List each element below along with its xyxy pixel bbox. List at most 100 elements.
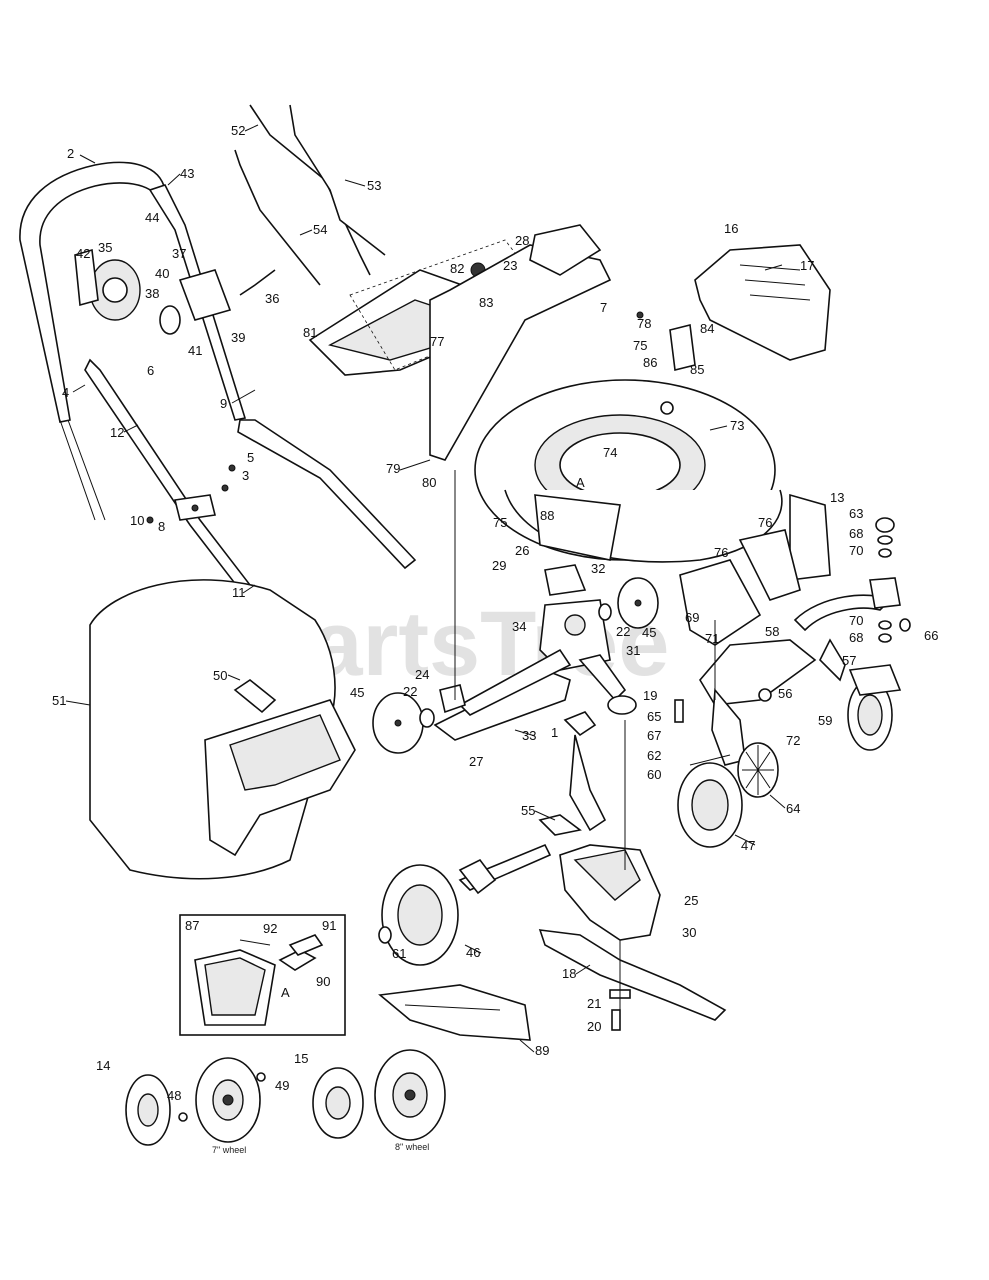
callout-86: 86 (643, 355, 657, 370)
callout-13: 13 (830, 490, 844, 505)
callout-56: 56 (778, 686, 792, 701)
callout-78: 78 (637, 316, 651, 331)
callout-63: 63 (849, 506, 863, 521)
callout-81: 81 (303, 325, 317, 340)
callout-75b: 75 (493, 515, 507, 530)
callout-88: 88 (540, 508, 554, 523)
callout-51: 51 (52, 693, 66, 708)
callout-25: 25 (684, 893, 698, 908)
callout-15: 15 (294, 1051, 308, 1066)
callout-23: 23 (503, 258, 517, 273)
callout-60: 60 (647, 767, 661, 782)
callout-89: 89 (535, 1043, 549, 1058)
callout-10: 10 (130, 513, 144, 528)
callout-66: 66 (924, 628, 938, 643)
callout-26: 26 (515, 543, 529, 558)
callout-72: 72 (786, 733, 800, 748)
drive-wheel-45-left (372, 684, 466, 754)
callout-61: 61 (392, 946, 406, 961)
callout-57: 57 (842, 653, 856, 668)
callout-47: 47 (741, 838, 755, 853)
rear-baffle (429, 224, 612, 461)
callout-68b: 68 (849, 630, 863, 645)
callout-79: 79 (386, 461, 400, 476)
callout-87: 87 (185, 918, 199, 933)
upper-handle (19, 161, 247, 521)
callout-2: 2 (67, 146, 74, 161)
engine-parts (636, 311, 696, 415)
callout-71: 71 (705, 631, 719, 646)
side-discharge-chute (378, 984, 531, 1041)
hardware-stack (869, 517, 911, 643)
callout-49: 49 (275, 1078, 289, 1093)
callout-45: 45 (642, 625, 656, 640)
callout-62: 62 (647, 748, 661, 763)
callout-65: 65 (647, 709, 661, 724)
callout-91: 91 (322, 918, 336, 933)
rear-axle (458, 843, 552, 895)
callout-28: 28 (515, 233, 529, 248)
callout-39: 39 (231, 330, 245, 345)
callout-80: 80 (422, 475, 436, 490)
drive-pulley-bracket (433, 648, 572, 741)
callout-73: 73 (730, 418, 744, 433)
callout-46: 46 (466, 945, 480, 960)
callout-52: 52 (231, 123, 245, 138)
callout-53: 53 (367, 178, 381, 193)
callout-38: 38 (145, 286, 159, 301)
callout-20: 20 (587, 1019, 601, 1034)
callout-18: 18 (562, 966, 576, 981)
callout-11: 11 (232, 585, 246, 600)
callout-12: 12 (110, 425, 124, 440)
leader-lines (65, 124, 786, 1053)
callout-22: 22 (616, 624, 630, 639)
callout-43: 43 (180, 166, 194, 181)
cable-guide (74, 248, 232, 335)
callout-27: 27 (469, 754, 483, 769)
callout-74: 74 (603, 445, 617, 460)
front-panel (679, 529, 801, 646)
height-adjust (674, 639, 817, 766)
callout-77: 77 (430, 334, 444, 349)
guide-lines (454, 470, 716, 1015)
callout-70: 70 (849, 543, 863, 558)
callout-67: 67 (647, 728, 661, 743)
callout-21: 21 (587, 996, 601, 1011)
callout-92: 92 (263, 921, 277, 936)
callout-36: 36 (265, 291, 279, 306)
callout-6: 6 (147, 363, 154, 378)
callout-90: 90 (316, 974, 330, 989)
callout-32: 32 (591, 561, 605, 576)
callout-70b: 70 (849, 613, 863, 628)
callout-37: 37 (172, 246, 186, 261)
callout-76b: 76 (714, 545, 728, 560)
engine-shroud (694, 244, 831, 361)
callout-17: 17 (800, 258, 814, 273)
mower-deck (474, 379, 831, 581)
callout-14: 14 (96, 1058, 110, 1073)
caption-7-inch-wheel: 7" wheel (212, 1145, 246, 1155)
callout-33: 33 (522, 728, 536, 743)
blade-adapter (559, 844, 661, 941)
callout-A: A (576, 475, 585, 490)
callout-9: 9 (220, 396, 227, 411)
callout-58: 58 (765, 624, 779, 639)
callout-29: 29 (492, 558, 506, 573)
wheel-7-inch (125, 1057, 266, 1146)
callout-3: 3 (242, 468, 249, 483)
inset-box (179, 914, 346, 1036)
callout-19: 19 (643, 688, 657, 703)
callout-34: 34 (512, 619, 526, 634)
callout-40: 40 (155, 266, 169, 281)
callout-85: 85 (690, 362, 704, 377)
callout-30: 30 (682, 925, 696, 940)
callout-35: 35 (98, 240, 112, 255)
callout-48: 48 (167, 1088, 181, 1103)
callout-8: 8 (158, 519, 165, 534)
callout-31: 31 (626, 643, 640, 658)
callout-50: 50 (213, 668, 227, 683)
callout-41: 41 (188, 343, 202, 358)
callout-16: 16 (724, 221, 738, 236)
caster-wheel (847, 664, 902, 751)
